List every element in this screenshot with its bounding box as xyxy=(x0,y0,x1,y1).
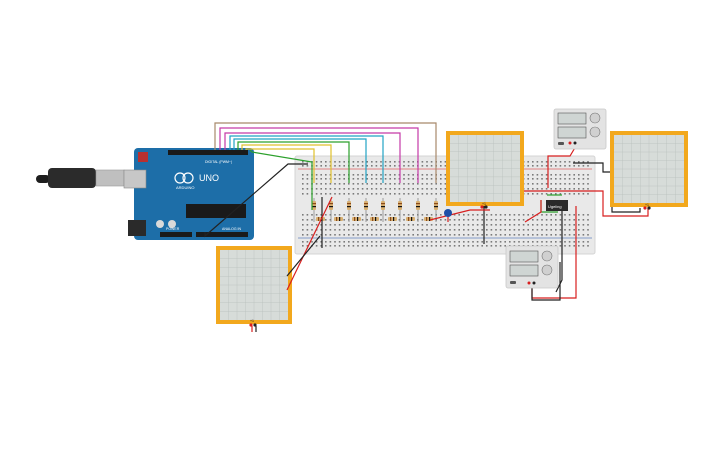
ic-chip-label: Ugeling xyxy=(548,204,562,209)
knob-icon[interactable] xyxy=(541,264,553,276)
scope-grid xyxy=(614,135,684,203)
oscilloscope-center[interactable]: +1 xyxy=(446,131,524,209)
analog-label: ANALOG IN xyxy=(222,227,242,231)
usb-cable[interactable] xyxy=(36,168,125,188)
knob-icon[interactable] xyxy=(541,250,553,262)
power-label: POWER xyxy=(166,227,180,231)
digital-label: DIGITAL (PWM~) xyxy=(205,160,232,164)
scope-probe-label: +1 xyxy=(645,203,649,207)
ic-chip[interactable]: Ugeling xyxy=(546,200,568,211)
arduino-brand: UNO xyxy=(199,173,219,183)
signal-wires[interactable] xyxy=(204,122,437,238)
potentiometer-knob[interactable] xyxy=(444,209,452,217)
scope-probe-label: +1 xyxy=(250,319,254,323)
oscilloscope-left[interactable]: +1 xyxy=(216,246,292,327)
oscilloscope-right[interactable]: +1 xyxy=(610,131,688,210)
digital-header[interactable] xyxy=(168,150,248,155)
power-supply-top[interactable] xyxy=(553,108,607,150)
resistor-row[interactable] xyxy=(312,198,438,222)
scope-grid xyxy=(220,250,288,320)
scope-grid xyxy=(450,135,520,202)
knob-icon[interactable] xyxy=(589,112,601,124)
power-supply-bottom[interactable] xyxy=(505,245,559,289)
arduino-board[interactable]: UNO ARDUINO DIGITAL (PWM~) ANALOG IN POW… xyxy=(123,148,254,240)
arduino-make: ARDUINO xyxy=(176,185,194,190)
knob-icon[interactable] xyxy=(589,126,601,138)
atmega-chip xyxy=(186,204,246,218)
analog-header[interactable] xyxy=(160,232,248,237)
scope-probe-label: +1 xyxy=(482,202,486,206)
infinity-logo-icon xyxy=(174,172,186,184)
